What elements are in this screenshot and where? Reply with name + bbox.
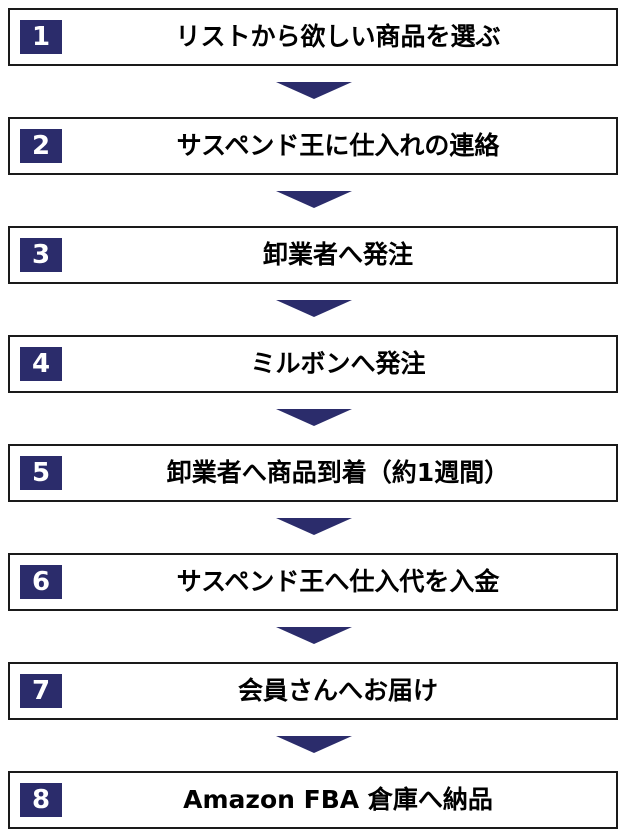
step-8: 8 Amazon FBA 倉庫へ納品 xyxy=(8,771,618,829)
step-4: 4 ミルボンへ発注 xyxy=(8,335,618,393)
step-label: 会員さんへお届け xyxy=(237,676,438,705)
step-number-badge: 4 xyxy=(20,347,62,381)
step-number-badge: 3 xyxy=(20,238,62,272)
down-triangle-arrow-icon xyxy=(276,409,352,426)
step-7: 7 会員さんへお届け xyxy=(8,662,618,720)
step-number-badge: 5 xyxy=(20,456,62,490)
step-label: 卸業者へ商品到着（約1週間） xyxy=(166,458,510,487)
step-number-badge: 6 xyxy=(20,565,62,599)
down-triangle-arrow-icon xyxy=(276,191,352,208)
step-3: 3 卸業者へ発注 xyxy=(8,226,618,284)
step-label: サスペンド王へ仕入代を入金 xyxy=(176,567,500,596)
step-number-badge: 1 xyxy=(20,20,62,54)
step-number-badge: 2 xyxy=(20,129,62,163)
down-triangle-arrow-icon xyxy=(276,300,352,317)
step-5: 5 卸業者へ商品到着（約1週間） xyxy=(8,444,618,502)
step-6: 6 サスペンド王へ仕入代を入金 xyxy=(8,553,618,611)
step-label: 卸業者へ発注 xyxy=(262,240,413,269)
down-triangle-arrow-icon xyxy=(276,518,352,535)
down-triangle-arrow-icon xyxy=(276,82,352,99)
step-2: 2 サスペンド王に仕入れの連絡 xyxy=(8,117,618,175)
step-label: Amazon FBA 倉庫へ納品 xyxy=(183,785,493,814)
step-1: 1 リストから欲しい商品を選ぶ xyxy=(8,8,618,66)
step-label: ミルボンへ発注 xyxy=(250,349,426,378)
step-label: サスペンド王に仕入れの連絡 xyxy=(176,131,500,160)
step-label: リストから欲しい商品を選ぶ xyxy=(175,22,501,51)
down-triangle-arrow-icon xyxy=(276,627,352,644)
step-number-badge: 8 xyxy=(20,783,62,817)
down-triangle-arrow-icon xyxy=(276,736,352,753)
step-number-badge: 7 xyxy=(20,674,62,708)
